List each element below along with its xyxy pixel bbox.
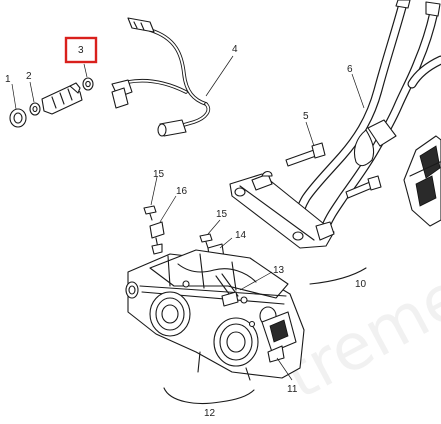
highlight-box xyxy=(64,36,98,64)
callout-6: 6 xyxy=(347,64,353,75)
callout-1: 1 xyxy=(5,74,11,85)
part-bolt-small xyxy=(345,175,382,199)
callout-15b: 15 xyxy=(216,209,228,220)
callout-10: 10 xyxy=(355,279,367,290)
part-sensor-16 xyxy=(149,195,177,255)
part-throttle-partial xyxy=(403,135,441,227)
part-screw-15a xyxy=(143,176,158,221)
part-fuel-hoses xyxy=(294,0,441,231)
part-washer xyxy=(29,81,41,116)
callout-4: 4 xyxy=(232,44,238,55)
part-fuel-injector xyxy=(41,82,83,115)
part-o-ring xyxy=(9,83,27,128)
callout-2: 2 xyxy=(26,71,32,82)
part-seal xyxy=(82,63,94,91)
callout-14: 14 xyxy=(235,230,247,241)
part-wire-harness xyxy=(111,17,234,137)
callout-12: 12 xyxy=(204,408,216,419)
callout-13: 13 xyxy=(273,265,285,276)
part-throttle-body xyxy=(125,249,305,405)
callout-16: 16 xyxy=(176,186,188,197)
part-fuel-rail xyxy=(229,170,367,285)
part-bolt-5 xyxy=(285,121,326,167)
callout-3: 3 xyxy=(78,45,84,56)
callout-11: 11 xyxy=(287,384,298,395)
callout-15a: 15 xyxy=(153,169,165,180)
callout-5: 5 xyxy=(303,111,309,122)
part-screw-15b xyxy=(199,219,221,249)
